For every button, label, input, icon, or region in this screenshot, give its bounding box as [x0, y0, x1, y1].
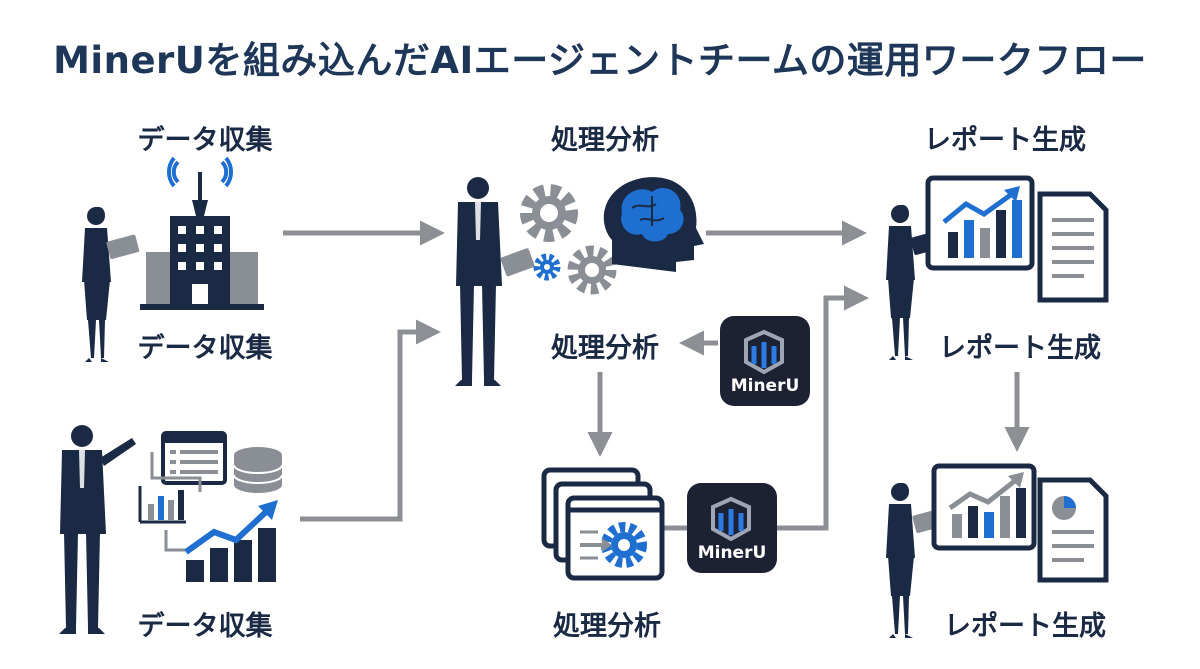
mineru-badge-bottom-label: MinerU: [697, 543, 767, 563]
mineru-logo-icon: [744, 329, 784, 375]
mineru-badge-top-label: MinerU: [730, 376, 800, 396]
report-document-icon: [1037, 191, 1109, 303]
building-antenna-icon: [140, 156, 264, 310]
database-icon: [233, 447, 283, 493]
chart-monitor-icon: [925, 175, 1035, 271]
mineru-logo-icon: [711, 496, 751, 542]
collect-mid-label: データ収集: [137, 333, 273, 364]
dashboard-window-icon: [161, 431, 227, 485]
pie-document-icon: [1037, 477, 1109, 583]
small-bar-chart-icon: [138, 486, 186, 524]
process-bottom-label: 処理分析: [553, 611, 661, 642]
page-title: MinerUを組み込んだAIエージェントチームの運用ワークフロー: [53, 39, 1147, 82]
analyst-man-icon: [455, 177, 535, 386]
process-windows-icon: [541, 467, 665, 581]
presenter-man-icon: [59, 425, 136, 634]
mineru-badge-top: MinerU: [720, 316, 810, 406]
brain-head-icon: [603, 177, 704, 272]
gear-medium-icon: [567, 245, 617, 295]
process-heading: 処理分析: [551, 125, 659, 156]
report-heading: レポート生成: [924, 125, 1086, 156]
arrow-collect-bottom-to-process: [300, 319, 441, 522]
gear-small-blue-icon: [533, 253, 561, 281]
collect-heading: データ収集: [137, 125, 273, 156]
arrow-badge-to-report: [777, 285, 869, 531]
gear-large-icon: [520, 184, 578, 242]
process-mid-label: 処理分析: [551, 333, 659, 364]
mineru-badge-bottom: MinerU: [687, 483, 777, 573]
growth-chart-icon: [150, 452, 278, 582]
chart-monitor-bottom-icon: [931, 463, 1037, 551]
report-bottom-label: レポート生成: [944, 611, 1106, 642]
woman-figure-icon: [82, 206, 140, 362]
collect-bottom-label: データ収集: [137, 611, 273, 642]
report-mid-label: レポート生成: [939, 333, 1101, 364]
